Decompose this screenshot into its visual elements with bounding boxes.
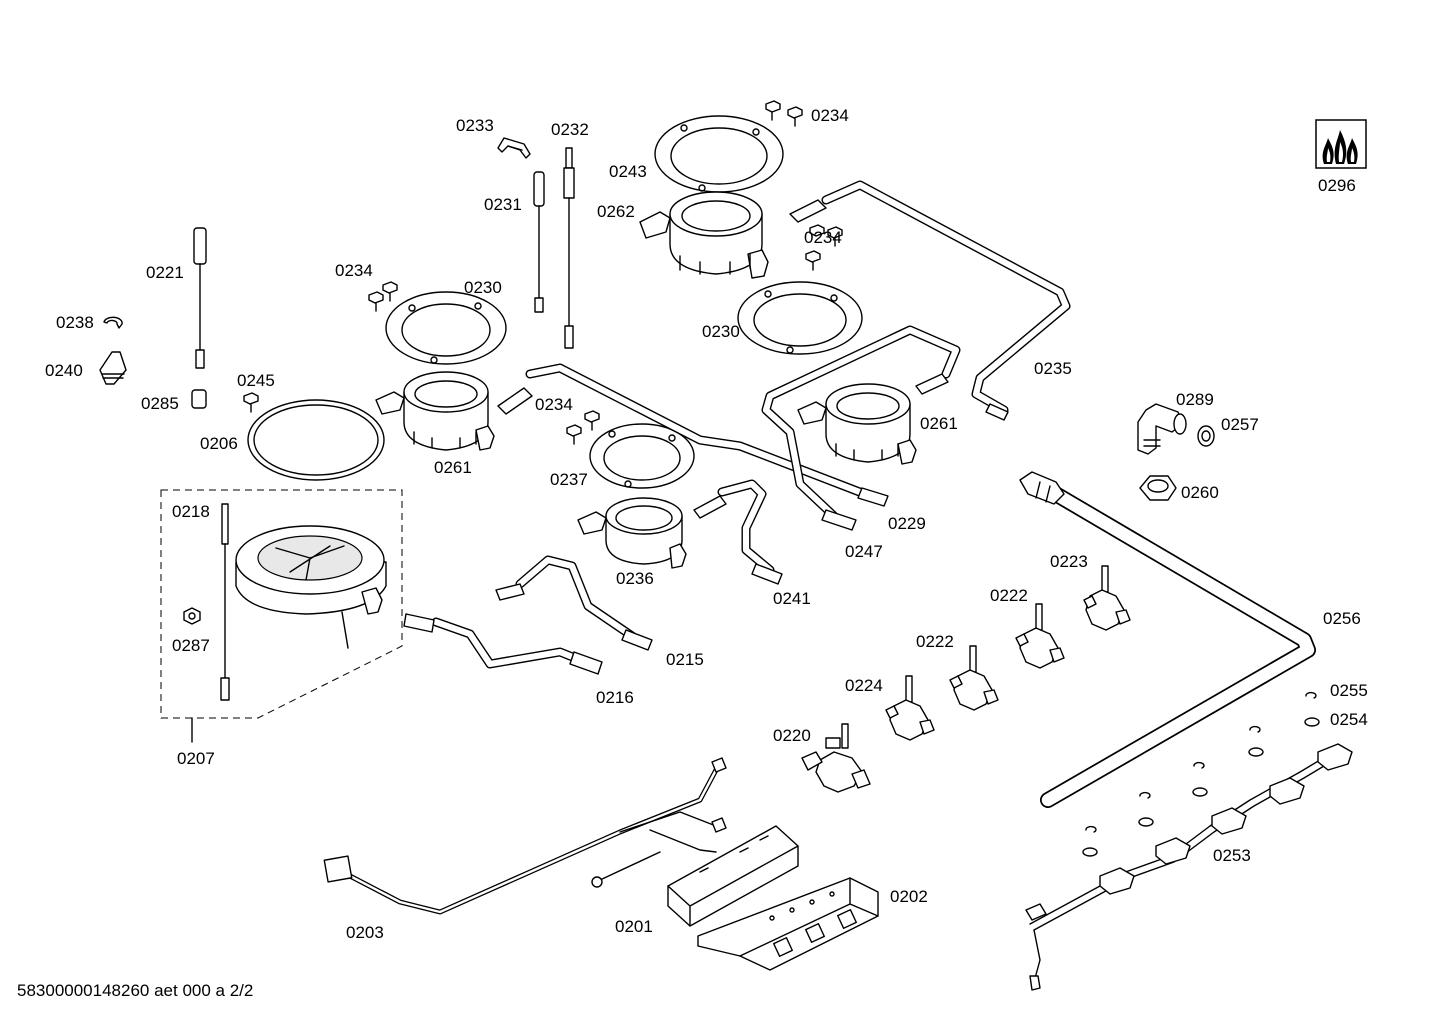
label-0234-d: 0234 [535,395,573,414]
label-0203: 0203 [346,923,384,942]
screw-0234-group-d [566,410,600,445]
label-0233: 0233 [456,116,494,135]
label-0260: 0260 [1181,483,1219,502]
label-0254: 0254 [1330,710,1368,729]
label-0234-c: 0234 [335,261,373,280]
label-0235: 0235 [1034,359,1072,378]
ignition-harness-0253 [1025,691,1353,991]
label-0237: 0237 [550,470,588,489]
gasket-0230-left [385,291,507,365]
label-0287: 0287 [172,636,210,655]
label-0215: 0215 [666,650,704,669]
clip-0233 [497,137,531,159]
nut-0260 [1139,475,1177,501]
label-0236: 0236 [616,569,654,588]
label-0245: 0245 [237,371,275,390]
clip-0238 [103,316,123,329]
label-0216: 0216 [596,688,634,707]
gas-pipe-0241 [693,479,783,585]
sleeve-0285 [191,389,207,409]
label-0224: 0224 [845,676,883,695]
gas-pipe-0229 [497,363,889,507]
gasket-0243 [654,115,784,193]
gas-pipe-0215 [495,555,653,651]
gas-pipe-0216 [403,613,603,675]
thermocouple-0231 [533,171,545,313]
gas-valve-0223 [1083,565,1131,631]
screw-0234-group-c [368,281,398,312]
gasket-0206 [247,399,385,481]
burner-0236 [577,497,687,569]
label-0255: 0255 [1330,681,1368,700]
burner-0261-right [797,383,917,465]
label-0230-left: 0230 [464,278,502,297]
label-0207: 0207 [177,749,215,768]
label-0296: 0296 [1318,176,1356,195]
label-0201: 0201 [615,917,653,936]
washer-0257 [1197,425,1215,447]
cable-harness-0203 [323,757,727,915]
gas-rail-0256 [1019,471,1316,808]
gas-pipe-0247 [761,325,961,531]
label-0220: 0220 [773,726,811,745]
label-0238: 0238 [56,313,94,332]
gas-valve-0220 [801,723,871,793]
gas-pipe-0235 [789,180,1071,421]
label-0262: 0262 [597,202,635,221]
gas-valve-0224 [885,675,935,741]
bracket-0202 [697,877,879,971]
label-0223: 0223 [1050,552,1088,571]
elbow-fitting-0289 [1137,403,1187,455]
label-0241: 0241 [773,589,811,608]
label-0261-left: 0261 [434,458,472,477]
gas-flame-icon [1315,119,1367,169]
label-0240: 0240 [45,361,83,380]
wok-burner-0207 [160,489,403,743]
label-0218: 0218 [172,502,210,521]
burner-0262 [639,191,769,279]
label-0230-right: 0230 [702,322,740,341]
screw-0245 [243,392,259,413]
gas-valve-0222-lower [949,645,999,711]
label-0253: 0253 [1213,846,1251,865]
label-0222-lower: 0222 [916,632,954,651]
label-0243: 0243 [609,162,647,181]
label-0229: 0229 [888,514,926,533]
label-0231: 0231 [484,195,522,214]
gas-valve-0222-upper [1015,603,1065,669]
label-0234-a: 0234 [811,106,849,125]
label-0247: 0247 [845,542,883,561]
bracket-0201 [667,825,799,927]
document-reference: 58300000148260 aet 000 a 2/2 [17,981,254,1000]
gasket-0237 [589,423,695,489]
electrode-rod-0232 [563,147,575,349]
gasket-0230-right [737,281,863,355]
label-0202: 0202 [890,887,928,906]
label-0234-b: 0234 [804,228,842,247]
label-0257: 0257 [1221,415,1259,434]
thermocouple-0221 [193,227,207,369]
label-0285: 0285 [141,394,179,413]
label-0261-right: 0261 [920,414,958,433]
label-0206: 0206 [200,434,238,453]
label-0289: 0289 [1176,390,1214,409]
screw-0234-group-b [805,224,843,271]
label-0221: 0221 [146,263,184,282]
label-0232: 0232 [551,120,589,139]
burner-0261-left [375,371,495,451]
nozzle-0240 [99,351,127,385]
screw-0234-group-a [765,100,803,127]
label-0256: 0256 [1323,609,1361,628]
label-0222-upper: 0222 [990,586,1028,605]
